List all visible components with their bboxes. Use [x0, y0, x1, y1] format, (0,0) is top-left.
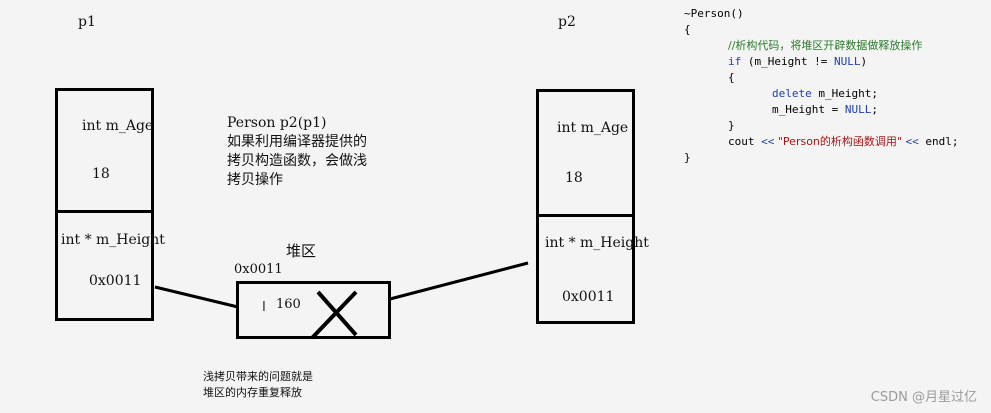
p1-height-label: int * m_Height — [61, 232, 165, 248]
explanation-text: Person p2(p1) 如果利用编译器提供的 拷贝构造函数，会做浅 拷贝操作 — [227, 114, 367, 190]
p2-height-box — [536, 214, 635, 324]
p1-age-box — [55, 88, 154, 213]
note-text: 浅拷贝带来的问题就是 堆区的内存重复释放 — [203, 369, 313, 401]
code-line: ~Person() — [684, 7, 744, 20]
p1-age-label: int m_Age — [82, 118, 154, 134]
p2-pointer-line — [389, 261, 529, 301]
p2-height-label: int * m_Height — [545, 235, 649, 251]
note-line-2: 堆区的内存重复释放 — [203, 386, 302, 399]
p1-age-value: 18 — [92, 166, 110, 182]
explanation-line-1: Person p2(p1) — [227, 115, 327, 131]
heap-address: 0x0011 — [234, 262, 283, 277]
note-line-1: 浅拷贝带来的问题就是 — [203, 370, 313, 383]
code-line: if (m_Height != NULL) — [728, 55, 868, 68]
code-comment: //析构代码，将堆区开辟数据做释放操作 — [728, 39, 923, 52]
explanation-line-4: 拷贝操作 — [227, 172, 283, 188]
code-line: { — [684, 23, 691, 36]
heap-title: 堆区 — [286, 242, 317, 260]
p2-age-value: 18 — [565, 170, 583, 186]
p1-height-value: 0x0011 — [89, 273, 142, 289]
code-line: { — [728, 71, 735, 84]
heap-value: 160 — [276, 297, 301, 312]
code-line: } — [728, 119, 735, 132]
explanation-line-3: 拷贝构造函数，会做浅 — [227, 153, 367, 169]
heap-box — [236, 281, 391, 339]
p2-height-value: 0x0011 — [562, 289, 615, 305]
p2-age-box — [536, 89, 635, 217]
watermark: CSDN @月星过亿 — [870, 390, 977, 405]
code-line: } — [684, 151, 691, 164]
destructor-code: ~Person() { //析构代码，将堆区开辟数据做释放操作 if (m_He… — [684, 6, 958, 166]
code-line: delete m_Height; — [772, 87, 878, 100]
text-cursor-icon: I — [262, 300, 266, 315]
explanation-line-2: 如果利用编译器提供的 — [227, 134, 367, 150]
code-line: cout << "Person的析构函数调用" << endl; — [728, 135, 959, 148]
cross-stroke-2 — [310, 290, 358, 340]
code-line: m_Height = NULL; — [772, 103, 878, 116]
p1-pointer-line — [154, 285, 239, 309]
p1-height-box — [55, 210, 154, 321]
p2-title: p2 — [558, 14, 576, 30]
p2-age-label: int m_Age — [557, 120, 629, 136]
p1-title: p1 — [78, 14, 96, 30]
